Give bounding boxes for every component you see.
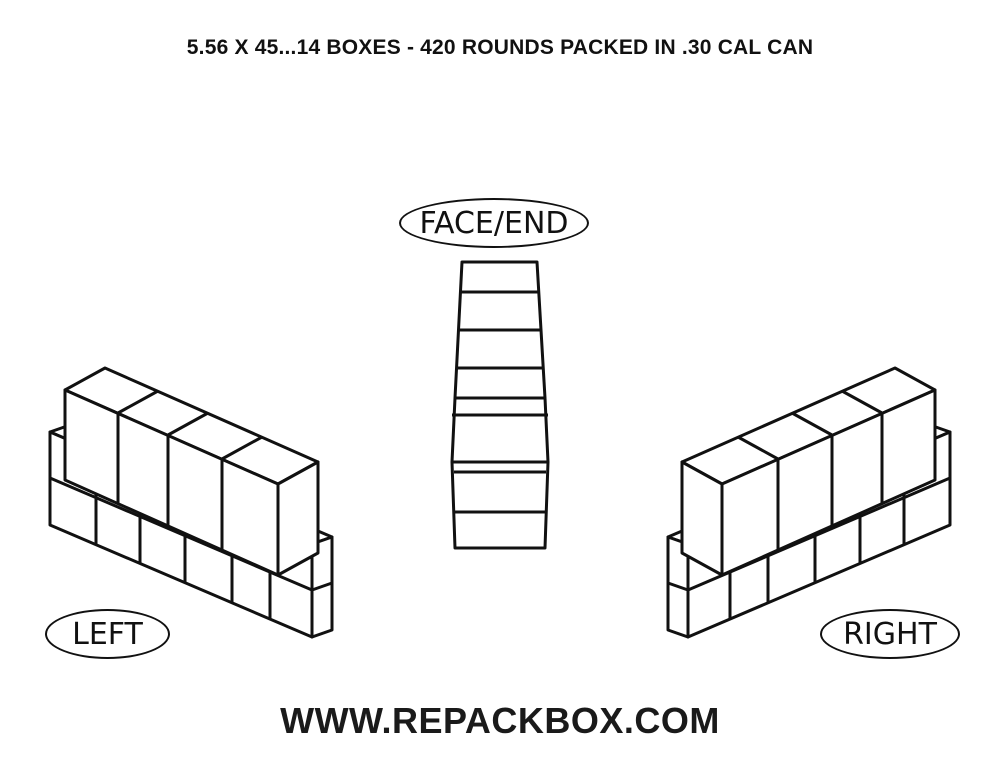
left-label: LEFT	[45, 609, 170, 659]
left-view-stack	[48, 366, 334, 639]
page-title: 5.56 X 45...14 BOXES - 420 ROUNDS PACKED…	[186, 36, 814, 59]
face-end-outline	[450, 260, 550, 550]
face-end-stack	[450, 260, 550, 550]
face-end-label: FACE/END	[399, 198, 589, 248]
right-view-stack	[666, 366, 952, 639]
right-label: RIGHT	[820, 609, 960, 659]
website-footer: WWW.REPACKBOX.COM	[280, 700, 720, 741]
